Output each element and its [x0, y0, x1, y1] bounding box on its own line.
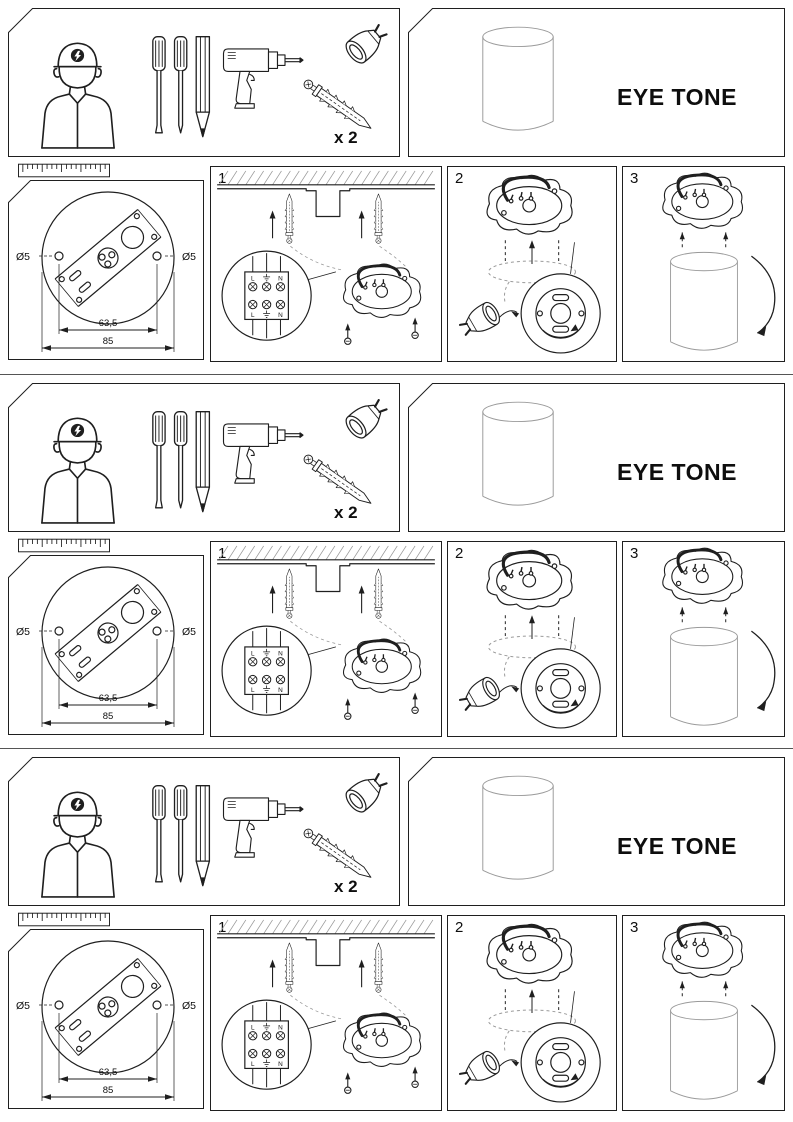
tools-panel: x 2 — [8, 383, 400, 532]
screwdrivers-pencil-icon — [150, 783, 216, 893]
step-3-panel: 3 — [622, 166, 785, 362]
lamp-cylinder-drawing — [474, 767, 562, 891]
step-2-diagram — [448, 167, 616, 361]
step-number: 2 — [455, 919, 464, 936]
product-panel: EYE TONE — [408, 8, 785, 157]
mounting-plate-panel — [8, 929, 204, 1109]
step-2-panel: 2 — [447, 166, 617, 362]
brand-title: EYE TONE — [617, 833, 737, 859]
step-number: 3 — [630, 919, 639, 936]
step-1-diagram — [211, 916, 441, 1110]
step-number: 1 — [218, 919, 227, 936]
drill-icon — [216, 36, 306, 112]
step-number: 1 — [218, 545, 227, 562]
instruction-section-1: x 2 EYE TONE 1 2 3 — [0, 0, 793, 374]
drill-icon — [216, 411, 306, 487]
step-1-panel: 1 — [210, 166, 442, 362]
anchor-quantity-label: x 2 — [334, 128, 358, 147]
installer-icon — [24, 28, 132, 150]
product-panel-frame — [408, 8, 785, 157]
step-1-diagram — [211, 542, 441, 736]
tools-panel: x 2 — [8, 8, 400, 157]
brand-title: EYE TONE — [617, 84, 737, 110]
ruler-icon — [18, 912, 110, 927]
mounting-plate-diagram — [8, 929, 204, 1109]
mounting-plate-panel — [8, 180, 204, 360]
step-2-diagram — [448, 542, 616, 736]
drill-icon — [216, 785, 306, 861]
screwdrivers-pencil-icon — [150, 409, 216, 519]
lamp-cylinder-drawing — [474, 393, 562, 517]
step-number: 1 — [218, 170, 227, 187]
mounting-plate-diagram — [8, 555, 204, 735]
gu10-bulb-icon — [341, 767, 393, 817]
brand-title: EYE TONE — [617, 459, 737, 485]
step-number: 2 — [455, 545, 464, 562]
step-2-panel: 2 — [447, 541, 617, 737]
product-panel-frame — [408, 757, 785, 906]
step-2-panel: 2 — [447, 915, 617, 1111]
step-1-panel: 1 — [210, 915, 442, 1111]
instruction-section-2: x 2 EYE TONE 1 2 3 — [0, 374, 793, 748]
anchor-quantity-label: x 2 — [334, 877, 358, 896]
product-panel-frame — [408, 383, 785, 532]
lamp-cylinder-drawing — [474, 18, 562, 142]
mounting-plate-diagram — [8, 180, 204, 360]
product-panel: EYE TONE — [408, 383, 785, 532]
step-3-diagram — [623, 916, 784, 1110]
installer-icon — [24, 403, 132, 525]
step-3-panel: 3 — [622, 541, 785, 737]
step-number: 2 — [455, 170, 464, 187]
tools-panel: x 2 — [8, 757, 400, 906]
step-3-diagram — [623, 167, 784, 361]
mounting-plate-panel — [8, 555, 204, 735]
ruler-icon — [18, 538, 110, 553]
step-1-diagram — [211, 167, 441, 361]
step-1-panel: 1 — [210, 541, 442, 737]
step-3-panel: 3 — [622, 915, 785, 1111]
ruler-icon — [18, 163, 110, 178]
screwdrivers-pencil-icon — [150, 34, 216, 144]
step-3-diagram — [623, 542, 784, 736]
installer-icon — [24, 777, 132, 899]
gu10-bulb-icon — [341, 393, 393, 443]
anchor-quantity-label: x 2 — [334, 503, 358, 522]
step-2-diagram — [448, 916, 616, 1110]
step-number: 3 — [630, 170, 639, 187]
product-panel: EYE TONE — [408, 757, 785, 906]
instruction-section-3: x 2 EYE TONE 1 2 3 — [0, 748, 793, 1122]
step-number: 3 — [630, 545, 639, 562]
gu10-bulb-icon — [341, 18, 393, 68]
